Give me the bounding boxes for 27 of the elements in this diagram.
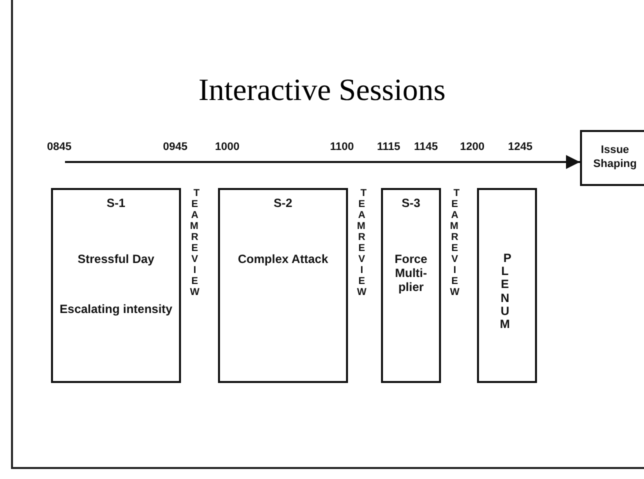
title: Interactive Sessions	[197, 72, 447, 108]
break-label: TEAM REVIEW	[450, 188, 463, 298]
session-box	[51, 188, 181, 383]
timeline-arrow	[65, 155, 580, 169]
time-label: 0845	[47, 141, 72, 153]
session-text: Complex Attack	[236, 252, 330, 266]
break-label: TEAM REVIEW	[190, 188, 203, 298]
time-label: 1200	[460, 141, 484, 153]
session-text: Escalating intensity	[58, 302, 174, 316]
session-box	[381, 188, 441, 383]
outcome-box	[580, 130, 644, 186]
plenum-box	[477, 188, 537, 383]
session-text: Force Multi-plier	[394, 252, 428, 294]
session-text: Stressful Day	[76, 252, 156, 266]
session-code: S-2	[272, 196, 294, 210]
session-box	[218, 188, 348, 383]
time-label: 1245	[508, 141, 532, 153]
session-code: S-1	[106, 196, 126, 210]
session-text: Issue Shaping	[592, 143, 638, 171]
session-code: S-3	[400, 196, 422, 210]
session-text: PLENUM	[499, 252, 515, 332]
break-label: TEAM REVIEW	[357, 188, 370, 298]
time-label: 1145	[414, 141, 438, 153]
time-label: 1115	[377, 141, 400, 153]
time-label: 0945	[163, 141, 188, 153]
time-label: 1000	[215, 141, 240, 153]
time-label: 1100	[330, 141, 354, 153]
